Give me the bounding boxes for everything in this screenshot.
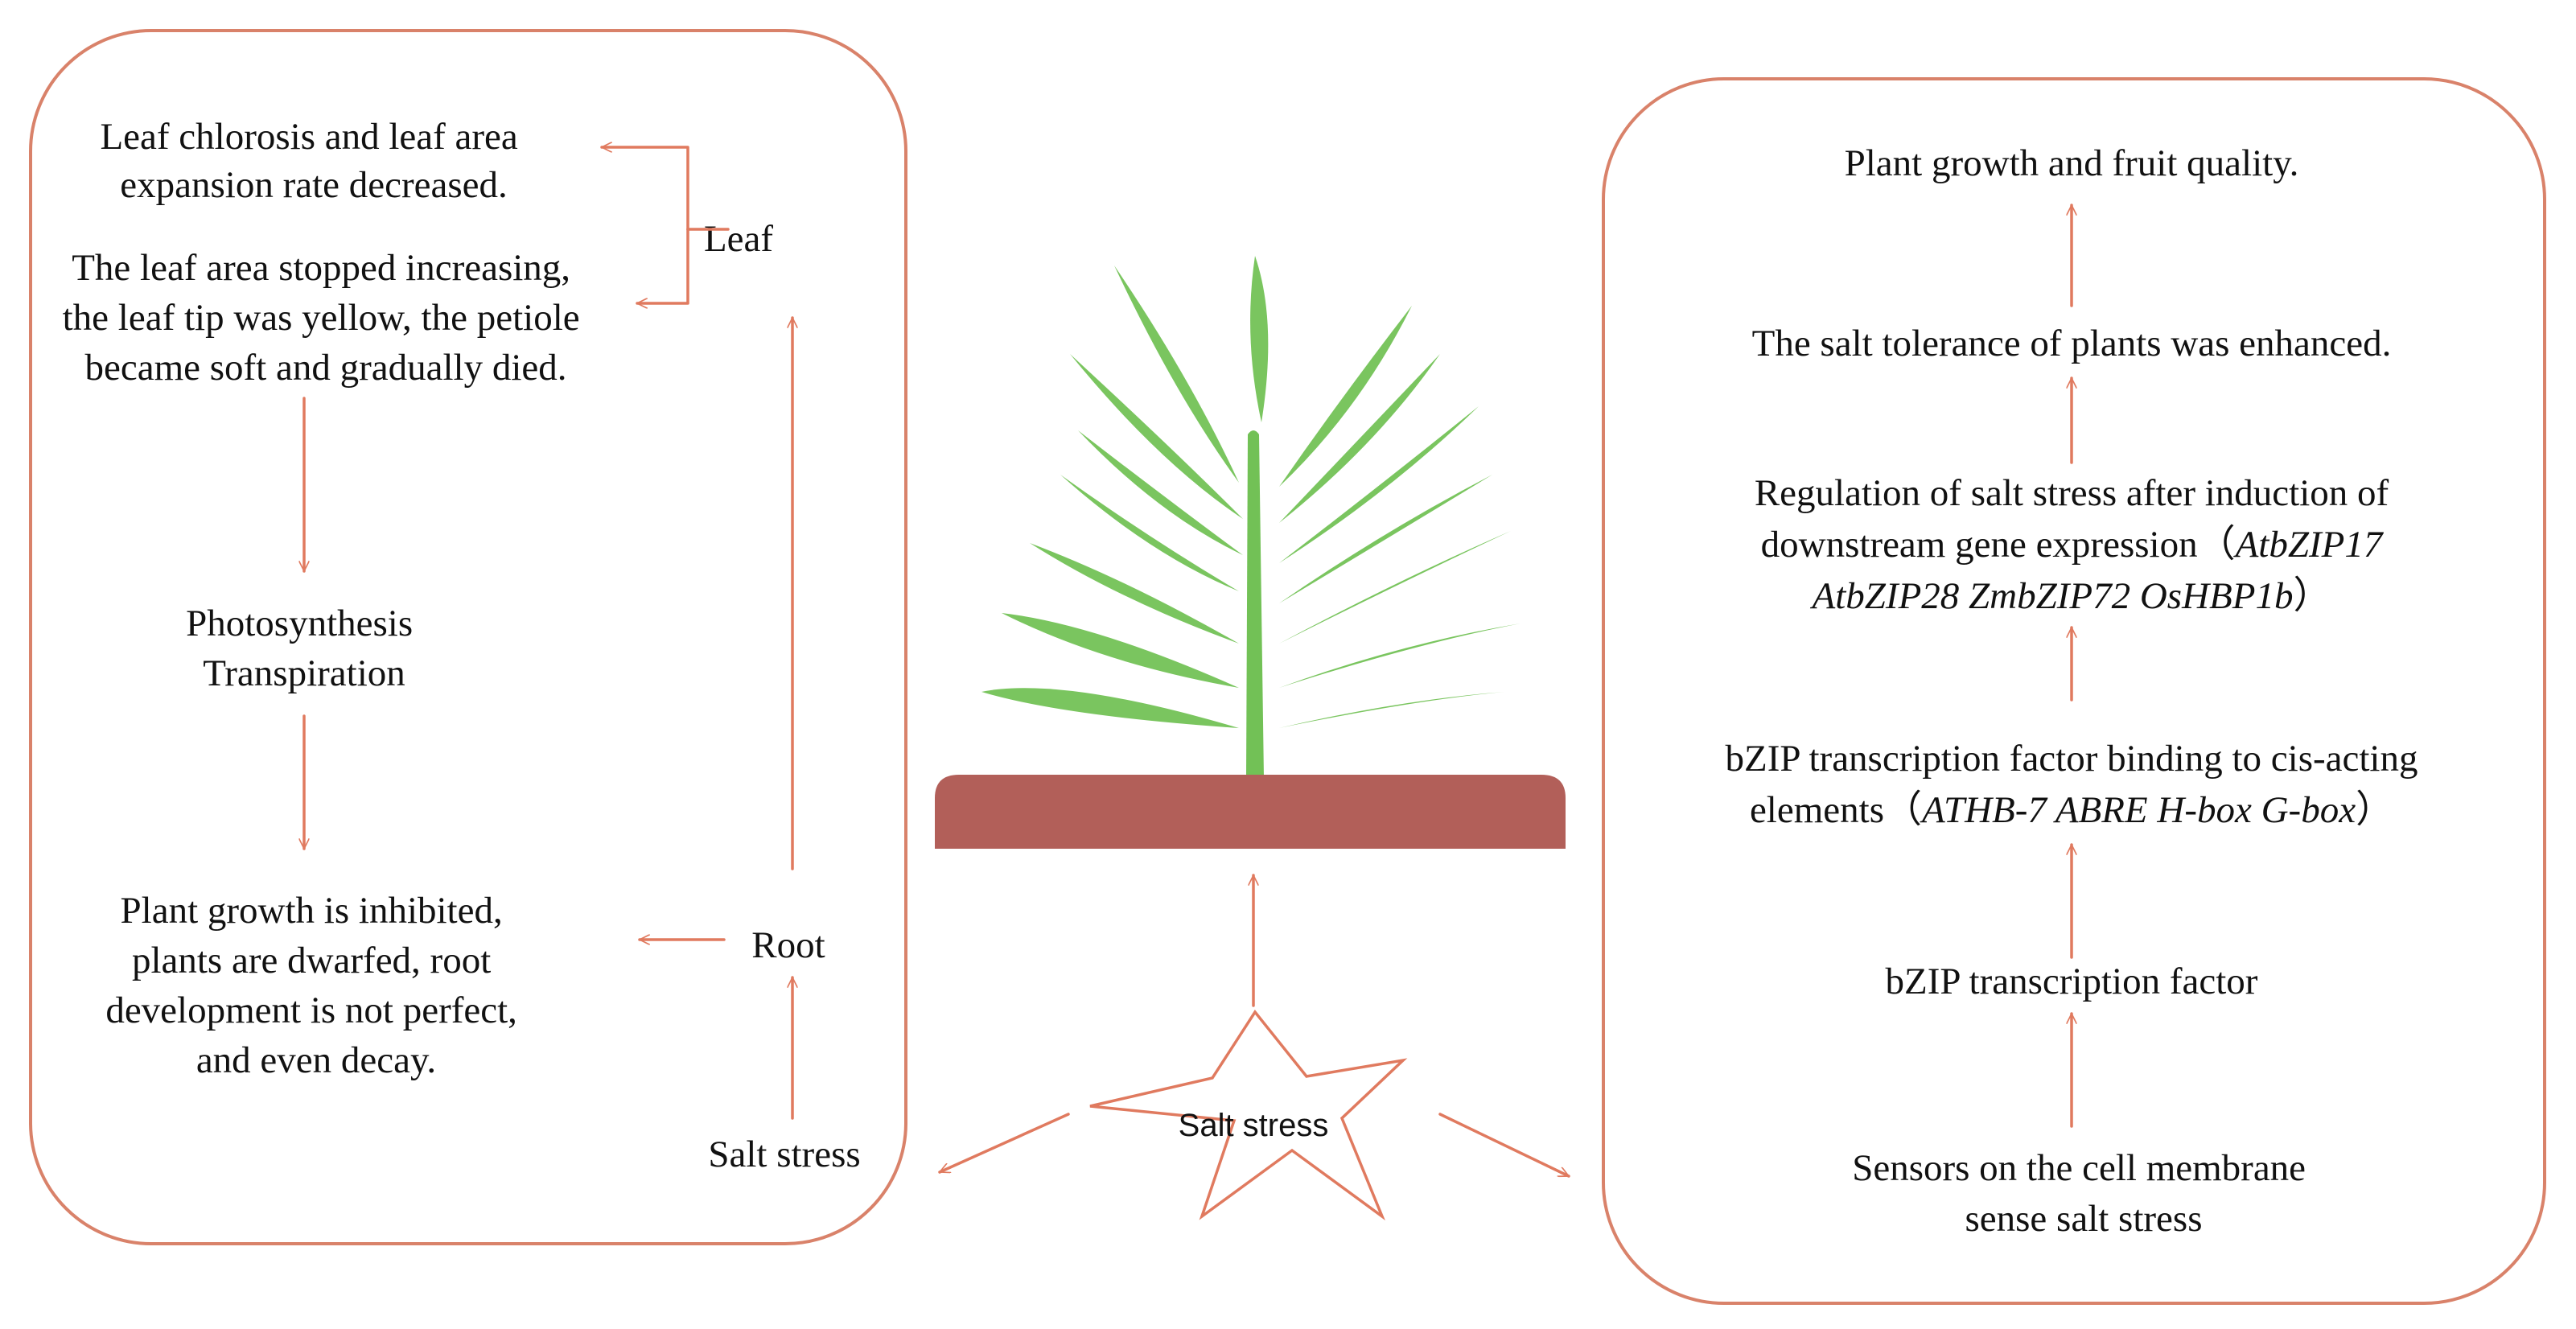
left-salt-stress-label: Salt stress <box>708 1134 860 1175</box>
right-panel-frame <box>1602 77 2546 1305</box>
right-panel: Plant growth and fruit quality. The salt… <box>1602 77 2546 1305</box>
binding-line-1: bZIP transcription factor binding to cis… <box>1725 738 2418 780</box>
plant-growth-outcome: Plant growth and fruit quality. <box>1845 142 2299 184</box>
salt-stress-star <box>1089 1010 1408 1221</box>
root-label: Root <box>751 924 825 966</box>
regulation-line-3: AtbZIP28 ZmbZIP72 OsHBP1b） <box>1810 575 2331 617</box>
leaf-bracket-to-chlorosis-arrow <box>600 147 689 231</box>
binding-line-2: elements（ATHB-7 ABRE H-box G-box） <box>1750 789 2393 831</box>
star-to-right-panel-arrow <box>1438 1113 1570 1178</box>
membrane-sensors: Sensors on the cell membrane sense salt … <box>1852 1147 2315 1240</box>
leaf-effect-chlorosis: Leaf chlorosis and leaf area expansion r… <box>100 116 527 206</box>
star-label: Salt stress <box>1179 1108 1329 1143</box>
plant-illustration <box>935 256 1566 849</box>
process-labels: Photosynthesis Transpiration <box>186 603 422 694</box>
plant-stem <box>1246 430 1264 782</box>
regulation-line-1: Regulation of salt stress after inductio… <box>1755 472 2389 514</box>
soil <box>935 775 1566 849</box>
leaf-bracket-to-death-arrow <box>636 228 689 303</box>
leaf-label: Leaf <box>704 218 773 260</box>
star-to-left-panel-arrow <box>938 1113 1070 1174</box>
regulation-line-2: downstream gene expression（AtbZIP17 <box>1761 524 2385 566</box>
left-panel-frame <box>29 29 907 1245</box>
bzip-transcription-factor: bZIP transcription factor <box>1886 961 2258 1002</box>
root-effect: Plant growth is inhibited, plants are dw… <box>105 890 526 1081</box>
plant-leaves <box>981 256 1520 728</box>
left-panel: Leaf chlorosis and leaf area expansion r… <box>29 29 907 1245</box>
leaf-effect-death: The leaf area stopped increasing, the le… <box>63 247 590 389</box>
salt-tolerance-enhanced: The salt tolerance of plants was enhance… <box>1752 323 2392 364</box>
